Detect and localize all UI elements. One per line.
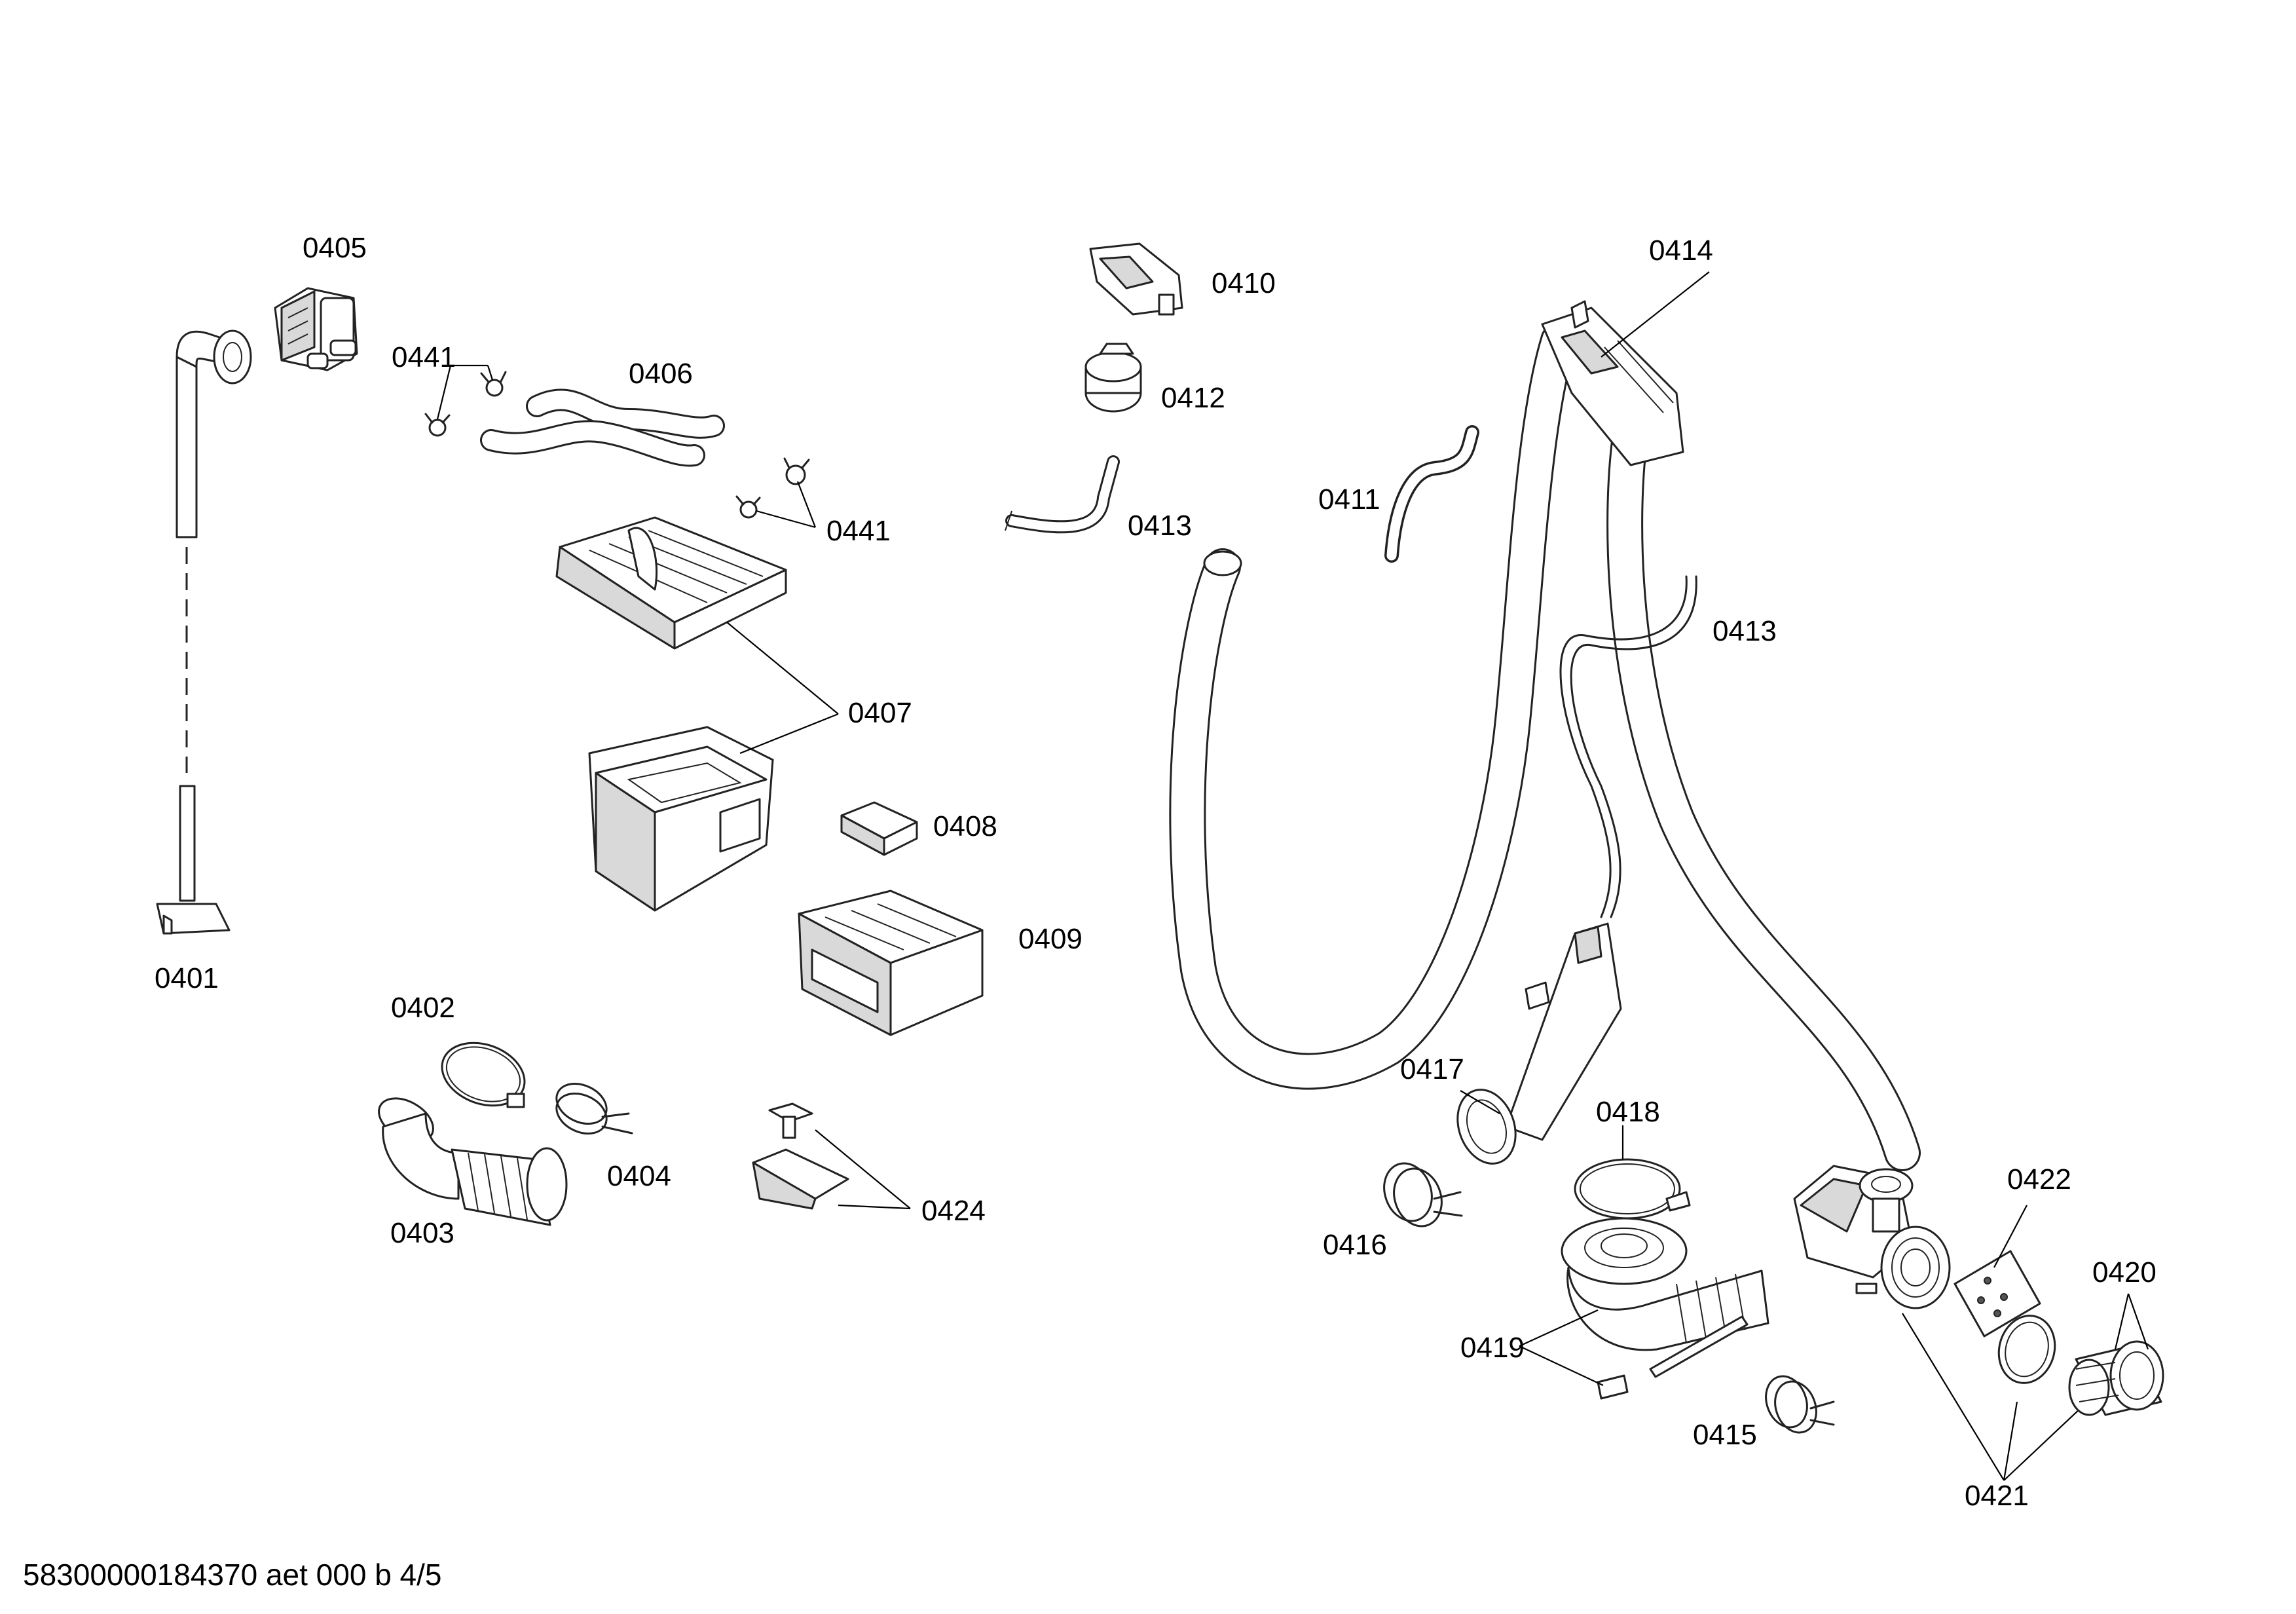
part-label-0417: 0417: [1400, 1053, 1464, 1085]
part-0404-drawing: [555, 1083, 633, 1135]
part-label-0413-right: 0413: [1713, 615, 1777, 647]
part-label-0418: 0418: [1596, 1096, 1660, 1128]
part-0417-drawing: [1456, 922, 1622, 1165]
leader-0424: [815, 1129, 911, 1210]
part-0414-drawing: [1541, 300, 1921, 1171]
part-label-0414: 0414: [1649, 235, 1713, 267]
part-label-0422: 0422: [2007, 1163, 2071, 1195]
part-label-0403: 0403: [390, 1217, 454, 1249]
leader-0419: [1519, 1309, 1604, 1386]
drain-hose-loop-drawing: [1169, 322, 1577, 1090]
part-0410-drawing: [1089, 242, 1183, 316]
part-0409-drawing: [798, 890, 984, 1036]
leader-0441-a: [436, 364, 488, 420]
part-label-0411: 0411: [1318, 483, 1380, 516]
part-label-0410: 0410: [1212, 267, 1276, 299]
part-0416-drawing: [1383, 1162, 1463, 1228]
drawing-reference-footer: 58300000184370 aet 000 b 4/5: [23, 1558, 442, 1592]
part-label-0405: 0405: [303, 232, 367, 264]
part-label-0409: 0409: [1018, 923, 1083, 955]
part-label-0406: 0406: [629, 358, 693, 390]
part-label-0415: 0415: [1693, 1419, 1757, 1451]
part-0412-drawing: [1084, 343, 1142, 413]
part-label-0424: 0424: [921, 1195, 986, 1227]
part-0402-drawing: [441, 1042, 526, 1108]
part-0411-drawing: [1384, 425, 1479, 563]
leader-0407: [726, 622, 839, 755]
part-0413-top-drawing: [1005, 455, 1120, 534]
leader-0420: [2114, 1293, 2149, 1350]
leader-0441-a2: [487, 365, 494, 381]
part-label-0416: 0416: [1323, 1229, 1387, 1261]
part-label-0401: 0401: [155, 962, 219, 994]
part-label-0413-top: 0413: [1128, 510, 1192, 542]
part-0403-drawing: [378, 1097, 568, 1226]
leader-0417: [1460, 1090, 1500, 1114]
part-label-0441-bottom: 0441: [826, 515, 891, 547]
part-0406-drawing: [480, 388, 725, 467]
part-0441-drawing: [424, 371, 810, 519]
part-0413-right-drawing: [1559, 575, 1697, 918]
part-label-0441-top: 0441: [392, 341, 456, 373]
part-0418-drawing: [1574, 1158, 1691, 1220]
leader-0414: [1601, 271, 1710, 358]
part-label-0402: 0402: [391, 992, 455, 1024]
part-label-0408: 0408: [933, 810, 997, 842]
part-0419-drawing: [1561, 1217, 1769, 1400]
leader-0441-b: [756, 481, 817, 529]
part-label-0419: 0419: [1460, 1332, 1525, 1364]
part-0405-drawing: [274, 287, 358, 371]
part-0415-drawing: [1765, 1375, 1835, 1434]
part-0422-drawing: [1953, 1250, 2041, 1338]
part-label-0421: 0421: [1965, 1480, 2029, 1512]
part-label-0407: 0407: [848, 697, 912, 729]
part-label-0412: 0412: [1161, 382, 1225, 414]
part-0424-drawing: [752, 1102, 849, 1210]
part-0408-drawing: [840, 801, 918, 856]
part-0421-drawing: [1793, 1165, 1951, 1309]
part-label-0404: 0404: [607, 1160, 671, 1192]
part-0407-drawing: [555, 516, 787, 912]
part-0401-drawing: [156, 329, 252, 935]
part-label-0420: 0420: [2092, 1256, 2157, 1288]
part-0420-drawing: [1997, 1315, 2164, 1416]
leader-0422: [1993, 1205, 2028, 1268]
